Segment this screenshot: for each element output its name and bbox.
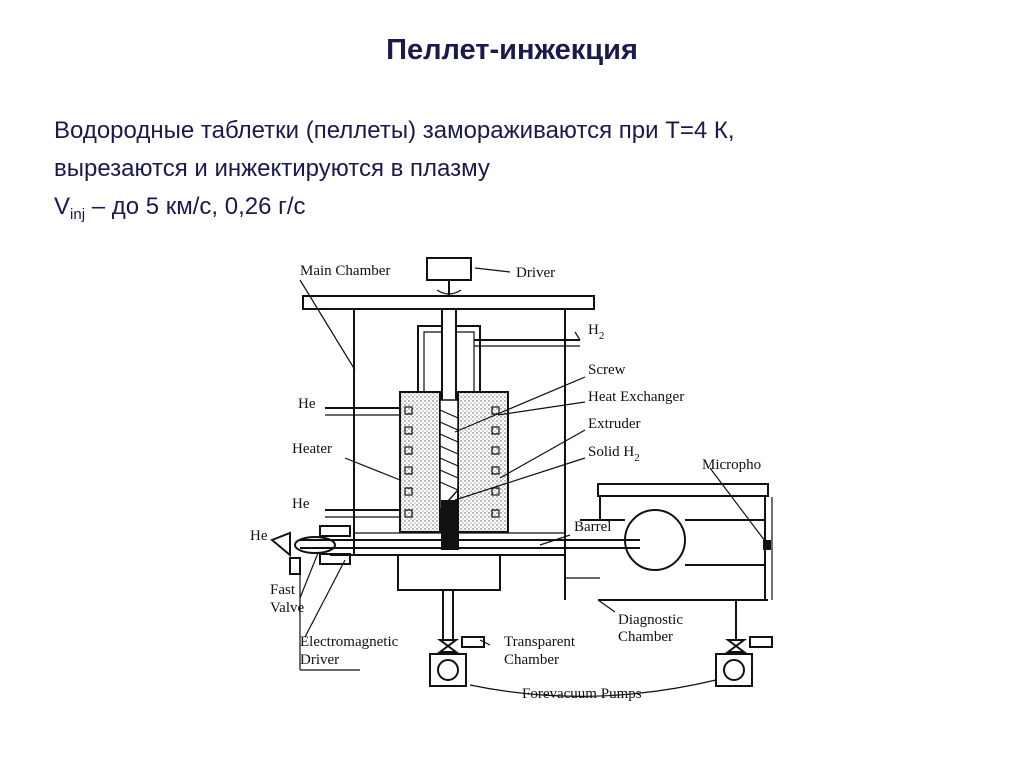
label-heater: Heater <box>292 441 332 457</box>
he-lines <box>325 407 400 518</box>
top-plate <box>302 295 595 310</box>
screw-assembly <box>417 308 580 410</box>
fast-valve <box>270 525 351 575</box>
body-line-1: Водородные таблетки (пеллеты) заморажива… <box>54 117 735 144</box>
h2-symbol: H <box>588 322 599 338</box>
velocity-values: – до 5 км/с, 0,26 г/с <box>85 193 306 220</box>
slide-title: Пеллет-инжекция <box>386 34 638 66</box>
vacuum-pump-right <box>715 636 773 687</box>
vacuum-pump-left <box>429 636 485 687</box>
label-solid-h2: Solid H2 <box>588 444 640 464</box>
label-em-driver-2: Driver <box>300 652 339 668</box>
velocity-symbol: V <box>54 193 71 220</box>
label-diagnostic-2: Chamber <box>618 629 673 645</box>
label-fast-valve-1: Fast <box>270 582 296 598</box>
label-heat-exchanger: Heat Exchanger <box>588 389 684 405</box>
h2-subscript: 2 <box>599 330 605 342</box>
solid-h2-text: Solid H <box>588 444 634 460</box>
label-he-left: He <box>250 528 268 544</box>
body-line-3: Vinj – до 5 км/с, 0,26 г/с <box>54 188 974 234</box>
velocity-subscript: inj <box>70 206 86 223</box>
screw-helix <box>439 399 459 512</box>
slide-body: Водородные таблетки (пеллеты) заморажива… <box>54 112 974 234</box>
label-fast-valve-2: Valve <box>270 600 304 616</box>
label-screw: Screw <box>588 362 626 378</box>
label-he-top: He <box>298 396 316 412</box>
body-line-2: вырезаются и инжектируются в плазму <box>54 155 490 182</box>
solid-h2-subscript: 2 <box>634 452 640 464</box>
label-barrel: Barrel <box>574 519 611 535</box>
diagnostic-chamber <box>564 483 773 640</box>
label-forevacuum-pumps: Forevacuum Pumps <box>522 686 642 702</box>
label-em-driver-1: Electromagnetic <box>300 634 399 650</box>
extruder-solid-h2 <box>441 500 459 550</box>
label-extruder: Extruder <box>588 416 640 432</box>
label-microphone: Micropho <box>702 457 761 473</box>
label-main-chamber: Main Chamber <box>300 263 390 279</box>
leader-lines <box>299 267 769 697</box>
transparent-chamber <box>299 554 565 671</box>
driver-motor <box>426 257 472 296</box>
barrel <box>300 539 640 549</box>
label-diagnostic-1: Diagnostic <box>618 612 683 628</box>
label-transparent-1: Transparent <box>504 634 576 650</box>
label-h2: H2 <box>588 322 604 342</box>
label-transparent-2: Chamber <box>504 652 559 668</box>
label-driver: Driver <box>516 265 555 281</box>
label-he-mid: He <box>292 496 310 512</box>
